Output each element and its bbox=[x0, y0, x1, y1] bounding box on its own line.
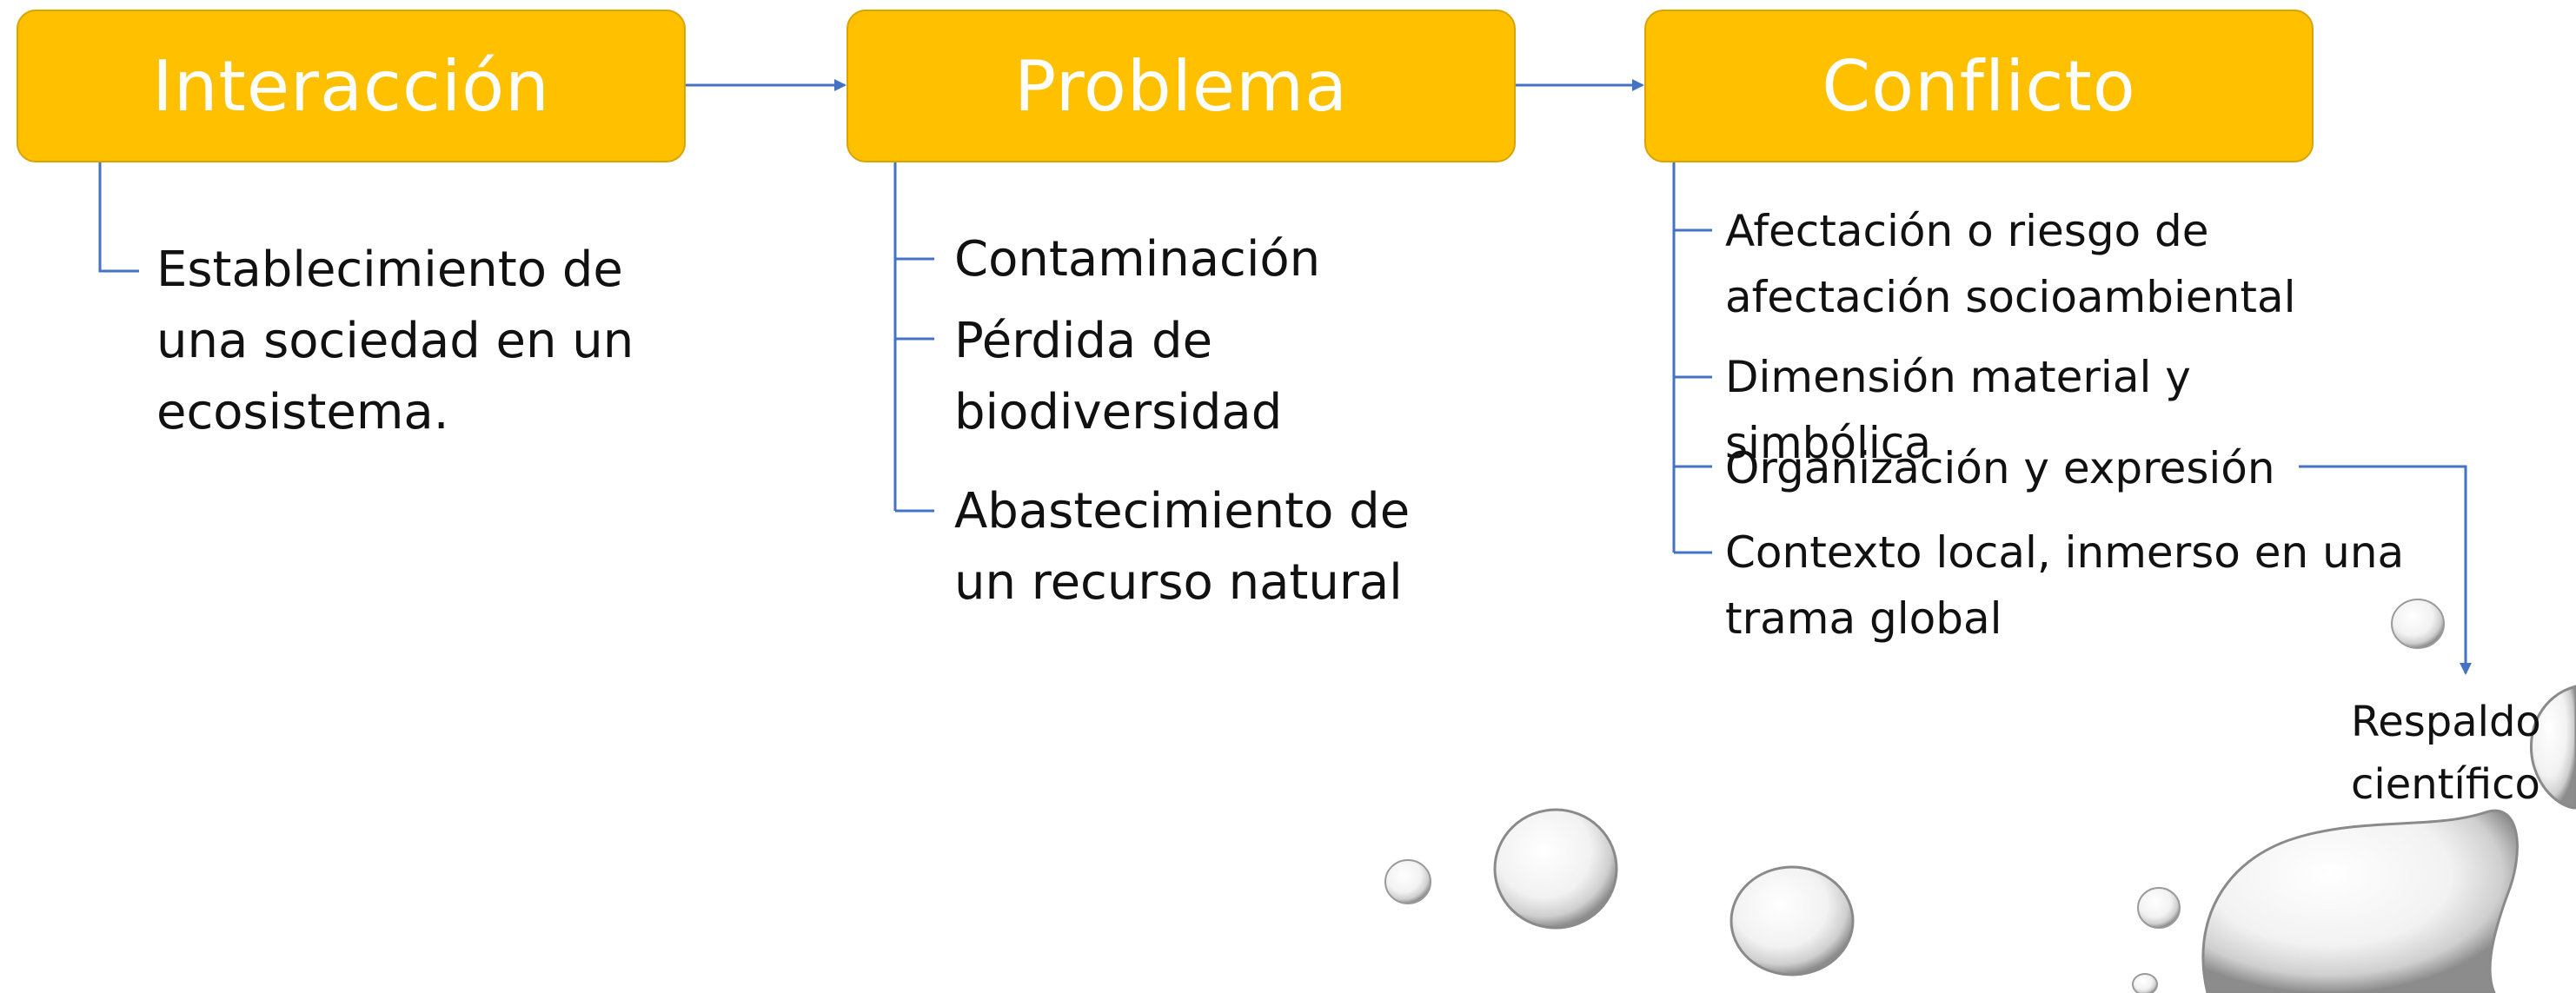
droplet-tiny-bottom bbox=[2132, 973, 2158, 993]
droplet-medium-1 bbox=[1493, 808, 1618, 930]
problema-item-1: Contaminación bbox=[954, 231, 1321, 288]
conflicto-item-2: Dimensión material y simbólica bbox=[1725, 352, 2191, 468]
connector-organizacion-respaldo bbox=[2299, 465, 2472, 675]
droplet-right-edge bbox=[2529, 685, 2576, 810]
conflicto-item-3: Organización y expresión bbox=[1725, 443, 2275, 493]
droplet-small-2 bbox=[2137, 887, 2181, 929]
box-problema: Problema bbox=[846, 10, 1516, 162]
box-conflicto-label: Conflicto bbox=[1822, 45, 2136, 127]
problema-item-3: Abastecimiento de un recurso natural bbox=[954, 483, 1411, 611]
conflicto-item-1: Afectación o riesgo de afectación socioa… bbox=[1725, 206, 2296, 322]
droplet-small-1 bbox=[1384, 859, 1431, 904]
box-conflicto: Conflicto bbox=[1644, 10, 2314, 162]
box-problema-label: Problema bbox=[1013, 45, 1349, 127]
water-droplets-decoration bbox=[1384, 599, 2576, 993]
conflicto-item-4: Contexto local, inmerso en una trama glo… bbox=[1725, 527, 2405, 644]
droplet-medium-2 bbox=[1730, 865, 1855, 976]
droplet-small-3 bbox=[2391, 599, 2445, 649]
box-interaccion: Interacción bbox=[17, 10, 686, 162]
box-interaccion-label: Interacción bbox=[152, 45, 550, 127]
connector-interaccion-branch bbox=[98, 162, 139, 273]
interaccion-item-1: Establecimiento de una sociedad en un ec… bbox=[156, 242, 634, 440]
respaldo-cientifico-label: Respaldo científico bbox=[2351, 698, 2541, 809]
droplet-large bbox=[2201, 809, 2519, 993]
problema-item-2: Pérdida de biodiversidad bbox=[954, 313, 1283, 440]
